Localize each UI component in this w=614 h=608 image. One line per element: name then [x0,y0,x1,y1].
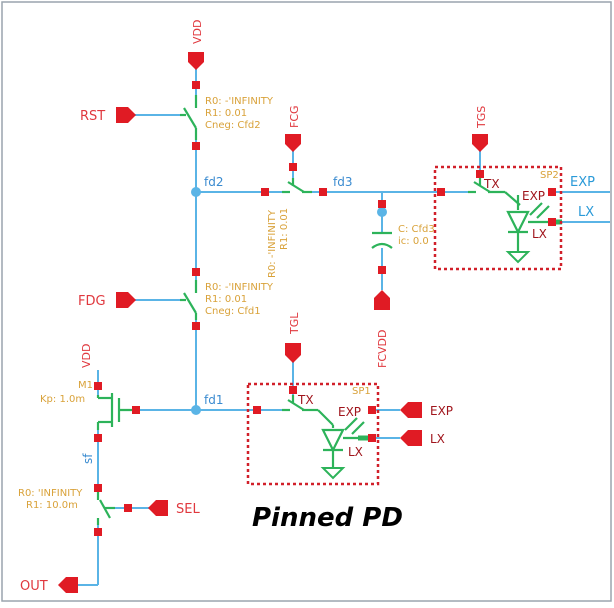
pin-fdg[interactable] [116,292,136,308]
label-sp2-exp: EXP [522,189,545,203]
label-rst-r0: R0: -'INFINITY [205,96,274,107]
label-fcg-r1: R1: 0.01 [279,208,290,250]
pin-sel[interactable] [148,500,168,516]
mosfet-m1[interactable] [96,393,138,430]
label-lx-top: LX [578,205,594,220]
label-sel-r1: R1: 10.0m [26,500,78,511]
label-exp-bottom: EXP [430,404,453,418]
selection-box-sp1[interactable] [246,382,380,486]
capacitor-cfd3[interactable] [371,231,393,249]
label-rst: RST [80,109,105,124]
pin-exp-bottom[interactable] [400,402,422,418]
label-m1: M1 [78,380,93,391]
pin-fcvdd[interactable] [374,290,390,310]
switch-fdg[interactable] [180,280,198,320]
caption-pinned-pd: Pinned PD [252,503,403,533]
pin-markers [94,81,556,536]
label-sel: SEL [176,502,200,517]
pin-out[interactable] [58,577,78,593]
label-fdg-r1: R1: 0.01 [205,294,247,305]
net-fd3: fd3 [333,175,352,189]
label-fdg: FDG [78,294,106,309]
net-fd1: fd1 [204,393,223,407]
selection-box-sp2[interactable] [433,165,563,271]
label-sp1-name: SP1 [352,386,371,397]
label-fcg: FCG [288,105,301,128]
label-sp2-tx: TX [483,177,500,191]
pin-rst[interactable] [116,107,136,123]
label-tgs: TGS [475,106,488,129]
label-sel-r0: R0: 'INFINITY [18,488,83,499]
label-m1-kp: Kp: 1.0m [40,394,85,405]
switch-fcg[interactable] [282,178,312,194]
pin-tgl[interactable] [285,343,301,363]
label-sp2-name: SP2 [540,170,559,181]
switch-sel[interactable] [96,490,115,525]
junction-fd3 [377,207,387,217]
label-exp-top: EXP [570,175,595,190]
switch-tgl[interactable] [282,395,334,426]
label-sp1-tx: TX [297,393,314,407]
label-sp1-exp: EXP [338,405,361,419]
pin-tgs[interactable] [472,134,488,152]
label-cap-c: C: Cfd3 [398,224,435,235]
junction-fd2 [191,187,201,197]
label-tgl: TGL [288,312,301,335]
label-sp1-lx: LX [348,445,363,459]
label-rst-r1: R1: 0.01 [205,108,247,119]
label-fdg-cneg: Cneg: Cfd1 [205,306,261,317]
label-fcg-r0: R0: -'INFINITY [267,209,278,278]
pin-lx-bottom[interactable] [400,430,422,446]
label-vdd-top: VDD [191,20,204,44]
label-cap-ic: ic: 0.0 [398,236,429,247]
switch-rst[interactable] [180,95,198,140]
label-sp2-lx: LX [532,227,547,241]
net-fd2: fd2 [204,175,223,189]
net-sf: sf [81,453,95,464]
pin-fcg[interactable] [285,134,301,152]
label-out: OUT [20,579,48,594]
label-fcvdd: FCVDD [376,330,389,368]
label-lx-bottom: LX [430,432,445,446]
pin-vdd-top[interactable] [188,52,204,70]
label-vdd-m1: VDD [80,344,93,368]
junction-fd1 [191,405,201,415]
label-fdg-r0: R0: -'INFINITY [205,282,274,293]
label-rst-cneg: Cneg: Cfd2 [205,120,261,131]
